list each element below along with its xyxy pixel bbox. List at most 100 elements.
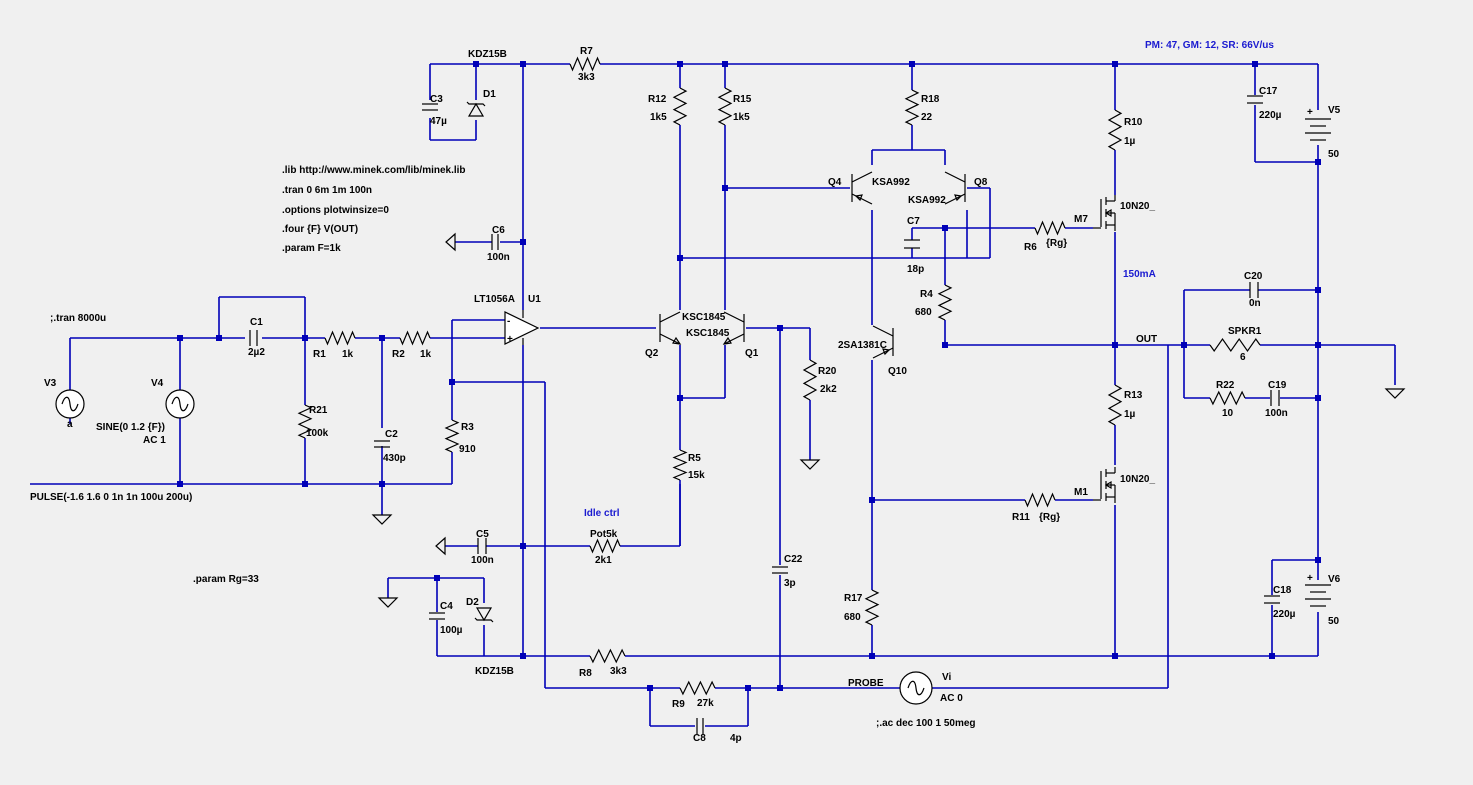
- c8-name: C8: [693, 733, 706, 744]
- c20-value: 0n: [1249, 298, 1261, 309]
- r8-resistor: [589, 648, 626, 664]
- r17-resistor: [864, 589, 880, 626]
- wires: [30, 63, 1396, 727]
- r22-resistor: [1209, 390, 1246, 406]
- r12-name: R12: [648, 94, 667, 105]
- directive-options: .options plotwinsize=0: [282, 205, 389, 216]
- v3-source: [55, 389, 85, 419]
- r5-name: R5: [688, 453, 701, 464]
- net-out-label: OUT: [1136, 334, 1157, 345]
- c18-capacitor: [1264, 595, 1280, 604]
- c22-value: 3p: [784, 578, 796, 589]
- r18-value: 22: [921, 112, 933, 123]
- comment-tran: ;.tran 8000u: [50, 313, 106, 324]
- r13-resistor: [1107, 384, 1123, 426]
- c4-name: C4: [440, 601, 453, 612]
- r22-value: 10: [1222, 408, 1234, 419]
- r5-value: 15k: [688, 470, 705, 481]
- q1-transistor: [722, 311, 745, 345]
- r2-name: R2: [392, 349, 405, 360]
- q8-transistor: [944, 171, 966, 205]
- r11-resistor: [1024, 492, 1056, 508]
- c6-capacitor: [491, 234, 499, 250]
- c18-value: 220µ: [1273, 609, 1296, 620]
- d1-zener: [466, 101, 486, 117]
- c17-capacitor: [1247, 95, 1263, 104]
- c17-value: 220µ: [1259, 110, 1282, 121]
- u1-value: LT1056A: [474, 294, 515, 305]
- c1-capacitor: [249, 330, 258, 346]
- v6-value: 50: [1328, 616, 1340, 627]
- m1-name: M1: [1074, 487, 1088, 498]
- directive-lib: .lib http://www.minek.com/lib/minek.lib: [282, 165, 466, 176]
- ground-out: [1384, 388, 1406, 399]
- pot5k-value: 2k1: [595, 555, 612, 566]
- r6-name: R6: [1024, 242, 1037, 253]
- current-label: 150mA: [1123, 269, 1156, 280]
- c2-capacitor: [374, 440, 390, 448]
- q2-transistor: [659, 311, 682, 345]
- c18-name: C18: [1273, 585, 1292, 596]
- v6-name: V6: [1328, 574, 1341, 585]
- junctions: [177, 61, 1321, 691]
- header-note: PM: 47, GM: 12, SR: 66V/us: [1145, 40, 1274, 51]
- pot5k-resistor: [589, 538, 621, 554]
- spkr1-value: 6: [1240, 352, 1246, 363]
- r3-resistor: [444, 419, 460, 453]
- r3-name: R3: [461, 422, 474, 433]
- r4-name: R4: [920, 289, 933, 300]
- r7-resistor: [569, 56, 601, 72]
- c8-capacitor: [696, 718, 704, 734]
- q8-value: KSA992: [908, 195, 946, 206]
- r8-value: 3k3: [610, 666, 627, 677]
- spkr1-name: SPKR1: [1228, 326, 1262, 337]
- r10-resistor: [1107, 109, 1123, 151]
- r2-resistor: [399, 330, 431, 346]
- r4-resistor: [937, 284, 953, 321]
- ground-c6: [445, 232, 456, 252]
- c3-value: 47µ: [430, 116, 447, 127]
- q4-name: Q4: [828, 177, 842, 188]
- c3-name: C3: [430, 94, 443, 105]
- v4-name: V4: [151, 378, 164, 389]
- c5-name: C5: [476, 529, 489, 540]
- c19-capacitor: [1270, 390, 1280, 406]
- directive-tran: .tran 0 6m 1m 100n: [282, 185, 372, 196]
- q2-name: Q2: [645, 348, 659, 359]
- c5-capacitor: [477, 538, 487, 554]
- c2-value: 430p: [383, 453, 406, 464]
- c7-value: 18p: [907, 264, 924, 275]
- r20-resistor: [802, 359, 818, 401]
- r15-value: 1k5: [733, 112, 750, 123]
- r11-name: R11: [1012, 512, 1030, 523]
- r3-value: 910: [459, 444, 476, 455]
- c22-name: C22: [784, 554, 803, 565]
- svg-text:a: a: [67, 419, 73, 430]
- c20-capacitor: [1249, 282, 1259, 298]
- r11-value: {Rg}: [1039, 512, 1060, 523]
- ground-c2: [371, 514, 393, 525]
- r21-resistor: [297, 404, 313, 439]
- c7-capacitor: [904, 239, 920, 249]
- r18-resistor: [904, 89, 920, 126]
- r13-value: 1µ: [1124, 409, 1136, 420]
- q2-value: KSC1845: [682, 312, 726, 323]
- r15-resistor: [717, 87, 733, 126]
- c1-name: C1: [250, 317, 263, 328]
- d1-value: KDZ15B: [468, 49, 507, 60]
- c7-name: C7: [907, 216, 920, 227]
- r9-resistor: [679, 680, 716, 696]
- m7-mosfet: [1100, 195, 1116, 231]
- labels: PM: 47, GM: 12, SR: 66V/us .lib http://w…: [30, 40, 1341, 744]
- directive-four: .four {F} V(OUT): [282, 224, 358, 235]
- c4-value: 100µ: [440, 625, 463, 636]
- r1-name: R1: [313, 349, 326, 360]
- r13-name: R13: [1124, 390, 1143, 401]
- spkr1-resistor: [1209, 337, 1261, 353]
- r10-value: 1µ: [1124, 136, 1136, 147]
- r7-value: 3k3: [578, 72, 595, 83]
- u1-name: U1: [528, 294, 541, 305]
- r9-value: 27k: [697, 698, 714, 709]
- vi-source: [899, 671, 933, 705]
- q1-value: KSC1845: [686, 328, 730, 339]
